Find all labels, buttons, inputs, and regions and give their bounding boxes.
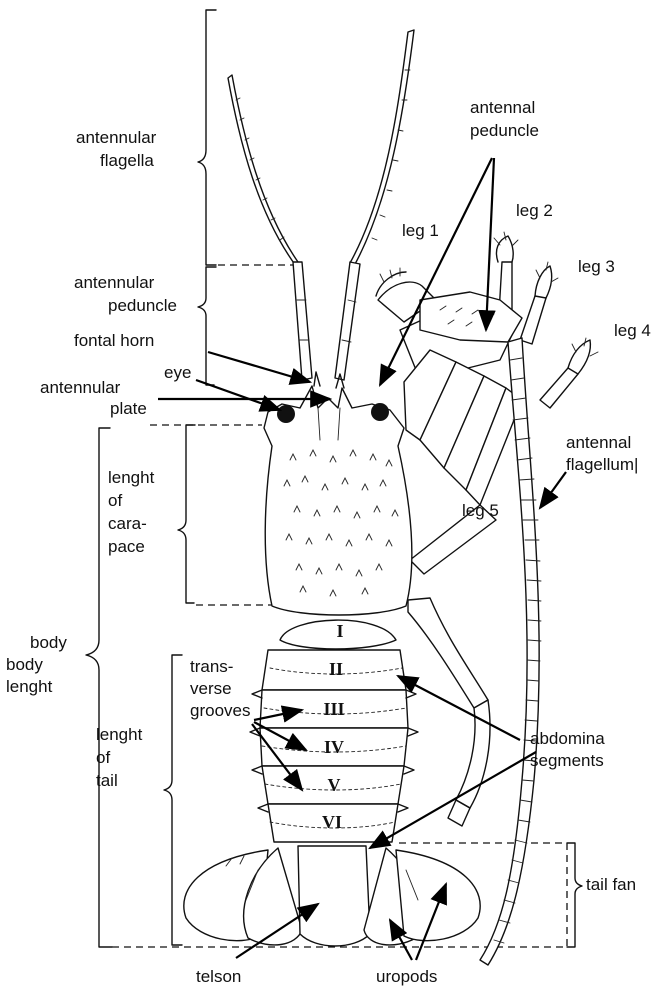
eye-arrow: [196, 380, 280, 410]
label-antennal-flagellum-1: antennal: [566, 433, 631, 452]
telson: [298, 846, 370, 946]
carapace-length-bracket: [178, 425, 195, 603]
segment-numeral-5: V: [328, 775, 341, 795]
right-outer-uropod: [396, 850, 480, 941]
left-eye: [277, 405, 295, 423]
label-length-carapace-3: cara-: [108, 514, 147, 533]
label-abdominal-segments-1: abdomina: [530, 729, 605, 748]
frontal-horn-arrow: [208, 352, 310, 382]
label-antennal-peduncle-1: antennal: [470, 98, 535, 117]
label-eye: eye: [164, 363, 191, 382]
label-leg-5: leg 5: [462, 501, 499, 520]
antennular-peduncles: [293, 262, 360, 380]
segment-numeral-2: II: [329, 659, 343, 679]
antennular-flagella: [228, 30, 414, 266]
segment-numeral-1: I: [336, 621, 343, 641]
label-length-carapace-2: of: [108, 491, 122, 510]
right-eye: [371, 403, 389, 421]
label-antennular-peduncle-2: peduncle: [108, 296, 177, 315]
segment-numeral-4: IV: [324, 737, 344, 757]
abdomen: I II III IV V VI: [250, 620, 418, 842]
label-abdominal-segments-2: segments: [530, 751, 604, 770]
label-body-length-1: body: [30, 633, 67, 652]
label-telson: telson: [196, 967, 241, 986]
label-leg-2: leg 2: [516, 201, 553, 220]
label-antennular-flagella-1: antennular: [76, 128, 157, 147]
label-antennal-flagellum-2: flagellum|: [566, 455, 638, 474]
segment-numeral-6: VI: [322, 812, 342, 832]
tail-fan-bracket: [567, 843, 582, 947]
label-frontal-horn: fontal horn: [74, 331, 154, 350]
tail-length-bracket: [164, 655, 182, 945]
abdominal-segment-arrow-1: [398, 676, 520, 740]
label-length-carapace-1: lenght: [108, 468, 155, 487]
label-uropods: uropods: [376, 967, 437, 986]
label-leg-3: leg 3: [578, 257, 615, 276]
antennal-flagellum-arrow: [540, 472, 566, 508]
label-length-tail-2: of: [96, 748, 110, 767]
antennular-peduncle-bracket: [198, 267, 216, 385]
label-length-tail-1: lenght: [96, 725, 143, 744]
label-transverse-grooves-1: trans-: [190, 657, 233, 676]
segment-numeral-3: III: [323, 699, 344, 719]
antennular-flagella-bracket: [198, 10, 216, 265]
label-length-tail-3: tail: [96, 771, 118, 790]
label-leg-4: leg 4: [614, 321, 651, 340]
tail-fan: [184, 846, 480, 946]
label-leg-1: leg 1: [402, 221, 439, 240]
label-tail-fan: tail fan: [586, 875, 636, 894]
label-body-length-3: lenght: [6, 677, 53, 696]
label-length-carapace-4: pace: [108, 537, 145, 556]
label-body-length-2: body: [6, 655, 43, 674]
label-antennular-flagella-2: flagella: [100, 151, 154, 170]
label-antennal-peduncle-2: peduncle: [470, 121, 539, 140]
label-antennular-plate-1: antennular: [40, 378, 121, 397]
label-transverse-grooves-3: grooves: [190, 701, 250, 720]
label-antennular-plate-2: plate: [110, 399, 147, 418]
label-antennular-peduncle-1: antennular: [74, 273, 155, 292]
label-transverse-grooves-2: verse: [190, 679, 232, 698]
carapace: [264, 372, 412, 615]
